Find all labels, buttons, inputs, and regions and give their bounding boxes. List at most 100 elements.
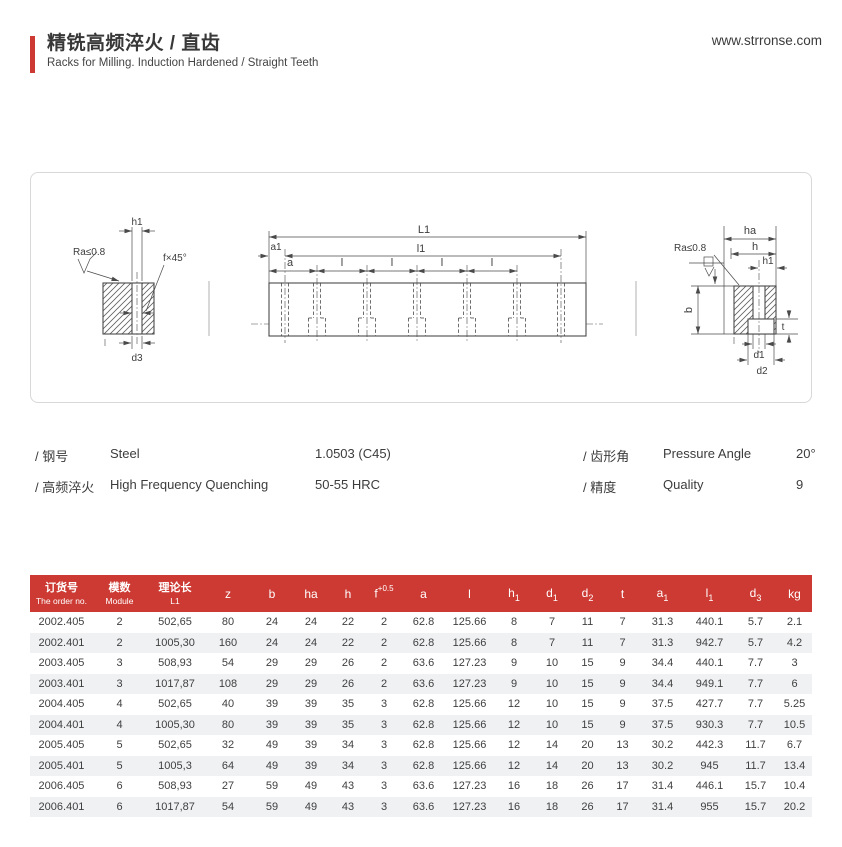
table-cell: 2 [380, 677, 388, 690]
table-cell: 7 [619, 636, 626, 649]
table-cell: 12 [507, 739, 521, 752]
table-cell: 127.23 [452, 780, 487, 793]
table-cell: 1005,30 [155, 636, 195, 649]
table-cell: 31.3 [651, 636, 674, 649]
table-cell: 9 [619, 718, 626, 731]
table-cell: 62.8 [412, 636, 435, 649]
dim-label-l: l [391, 257, 393, 269]
table-cell: 125.66 [452, 616, 487, 629]
spec-value: 9 [796, 477, 804, 492]
column-header: a [402, 575, 445, 612]
table-cell: 30.2 [651, 759, 674, 772]
table-cell: 2005.405 [38, 739, 85, 752]
table-cell: 440.1 [695, 616, 724, 629]
table-cell: 37.5 [651, 698, 674, 711]
dim-label-chamfer: f×45° [163, 253, 187, 264]
table-cell: 13 [616, 739, 629, 752]
table-cell: 125.66 [452, 759, 487, 772]
table-cell: 39 [265, 698, 279, 711]
table-cell: 22 [341, 616, 355, 629]
table-cell: 955 [700, 800, 719, 813]
dim-label-L1: L1 [418, 224, 430, 236]
table-cell: 502,65 [158, 698, 192, 711]
table-cell: 2006.405 [38, 780, 85, 793]
table-cell: 9 [510, 657, 518, 670]
column-header: a1 [640, 575, 685, 612]
table-cell: 108 [218, 677, 238, 690]
table-cell: 2 [380, 636, 388, 649]
dim-label-h1: h1 [762, 256, 774, 267]
table-cell: 11 [581, 616, 594, 629]
table-cell: 37.5 [651, 718, 674, 731]
table-cell: 15 [581, 718, 594, 731]
table-cell: 7.7 [747, 698, 764, 711]
table-cell: 9 [619, 698, 626, 711]
table-cell: 7 [548, 616, 556, 629]
table-cell: 446.1 [695, 780, 724, 793]
table-cell: 35 [341, 718, 355, 731]
table-cell: 17 [616, 780, 629, 793]
column-header: b [252, 575, 292, 612]
spec-label-zh: / 精度 [583, 480, 617, 495]
table-cell: 5.25 [783, 698, 806, 711]
table-cell: 508,93 [158, 657, 192, 670]
table-cell: 2006.401 [38, 800, 85, 813]
table-cell: 125.66 [452, 636, 487, 649]
dim-label-h1: h1 [131, 217, 143, 228]
table-cell: 1005,3 [158, 759, 192, 772]
table-cell: 9 [619, 657, 626, 670]
table-cell: 4.2 [786, 636, 803, 649]
table-cell: 26 [341, 657, 355, 670]
table-cell: 4 [116, 698, 123, 711]
table-cell: 16 [507, 780, 521, 793]
surface-finish-label: Ra≤0.8 [73, 247, 106, 258]
table-cell: 8 [510, 636, 518, 649]
table-cell: 26 [581, 800, 594, 813]
table-cell: 49 [265, 739, 279, 752]
table-cell: 62.8 [412, 698, 435, 711]
website-link[interactable]: www.strronse.com [711, 33, 822, 48]
drawing-panel: h1 f×45° Ra≤0.8 d3 [30, 172, 812, 403]
table-cell: 8 [510, 616, 518, 629]
table-cell: 63.6 [412, 677, 435, 690]
table-cell: 22 [341, 636, 355, 649]
rack-top-view: L1 l1 a1 a l l l l [251, 224, 603, 344]
table-cell: 39 [265, 718, 279, 731]
table-cell: 3 [380, 739, 388, 752]
spec-label-zh: / 齿形角 [583, 449, 630, 464]
table-cell: 27 [221, 780, 235, 793]
table-cell: 2.1 [786, 616, 803, 629]
table-cell: 15 [581, 657, 594, 670]
column-header: d2 [570, 575, 605, 612]
table-cell: 3 [116, 657, 123, 670]
column-header: l1 [685, 575, 734, 612]
dim-label-t: t [782, 322, 785, 333]
table-cell: 31.4 [651, 780, 674, 793]
table-cell: 125.66 [452, 718, 487, 731]
table-cell: 502,65 [158, 739, 192, 752]
table-cell: 15 [581, 677, 594, 690]
table-cell: 80 [221, 718, 235, 731]
table-cell: 7.7 [747, 657, 764, 670]
table-cell: 54 [221, 657, 235, 670]
dim-label-h: h [752, 241, 758, 253]
table-cell: 62.8 [412, 759, 435, 772]
table-cell: 31.4 [651, 800, 674, 813]
column-header: d3 [734, 575, 777, 612]
table-cell: 3 [380, 800, 388, 813]
table-cell: 127.23 [452, 677, 487, 690]
spec-label-en: Quality [663, 477, 704, 492]
table-cell: 427.7 [695, 698, 724, 711]
table-cell: 20 [581, 759, 594, 772]
table-cell: 14 [545, 739, 559, 752]
table-cell: 24 [265, 616, 279, 629]
spec-label-en: Steel [110, 446, 140, 461]
technical-drawing: h1 f×45° Ra≤0.8 d3 [73, 217, 798, 377]
